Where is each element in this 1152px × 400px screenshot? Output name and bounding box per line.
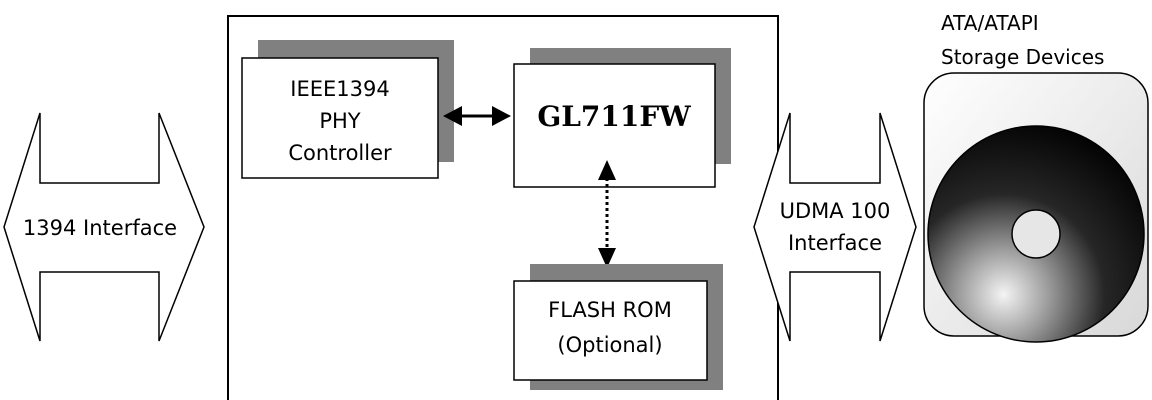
flash-rom-box [513, 280, 708, 381]
phy-controller-line-3: Controller [288, 141, 392, 165]
left-interface-label: 1394 Interface [23, 216, 177, 240]
left-interface-arrow-shape [3, 112, 205, 342]
flash-rom-block: FLASH ROM (Optional) [513, 264, 723, 390]
storage-device: ATA/ATAPI Storage Devices [923, 11, 1149, 343]
main-chip-label: GL711FW [537, 100, 691, 133]
storage-label-line-1: ATA/ATAPI [941, 11, 1039, 35]
right-interface-arrow: UDMA 100 Interface [753, 112, 917, 342]
chip-flash-link-head-top [598, 160, 616, 180]
phy-controller-line-2: PHY [319, 109, 360, 133]
right-interface-line-1: UDMA 100 [780, 199, 891, 223]
phy-chip-link-head-right [492, 106, 511, 126]
disc-hub [1011, 209, 1061, 259]
main-chip-box [513, 63, 716, 188]
main-chip-block: GL711FW [513, 48, 731, 188]
flash-rom-line-1: FLASH ROM [548, 298, 672, 322]
flash-rom-line-2: (Optional) [557, 333, 662, 357]
phy-chip-link [443, 106, 511, 126]
phy-controller-line-1: IEEE1394 [290, 77, 389, 101]
right-interface-arrow-shape [753, 112, 917, 342]
phy-controller-block: IEEE1394 PHY Controller [241, 40, 454, 179]
chip-flash-link [598, 160, 616, 268]
right-interface-line-2: Interface [788, 231, 882, 255]
storage-label-line-2: Storage Devices [941, 45, 1104, 69]
phy-controller-box [241, 57, 439, 179]
left-interface-arrow: 1394 Interface [3, 112, 205, 342]
chip-flash-link-head-bottom [598, 248, 616, 268]
phy-chip-link-head-left [443, 106, 462, 126]
